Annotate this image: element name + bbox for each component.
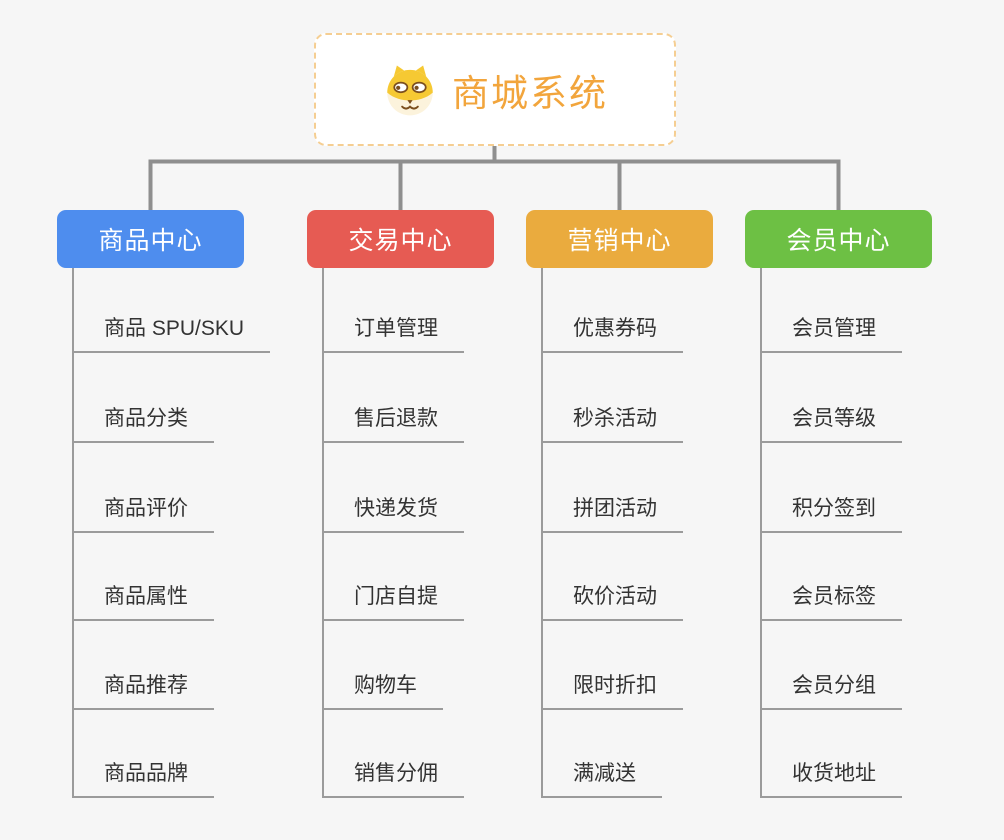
leaf-node[interactable]: 商品品牌 <box>72 752 214 798</box>
leaf-node[interactable]: 秒杀活动 <box>541 397 683 443</box>
branch-node[interactable]: 商品中心 <box>57 210 244 268</box>
root-node[interactable]: 商城系统 <box>314 33 676 146</box>
leaf-connector-line <box>322 268 324 798</box>
leaf-node[interactable]: 商品分类 <box>72 397 214 443</box>
leaf-node[interactable]: 会员分组 <box>760 664 902 710</box>
leaf-node[interactable]: 商品属性 <box>72 575 214 621</box>
branch-column: 营销中心优惠券码秒杀活动拼团活动砍价活动限时折扣满减送 <box>526 210 786 798</box>
branch-column: 商品中心商品 SPU/SKU 商品分类商品评价商品属性商品推荐商品品牌 <box>57 210 317 798</box>
branch-node[interactable]: 交易中心 <box>307 210 494 268</box>
branch-column: 会员中心会员管理会员等级积分签到会员标签会员分组收货地址 <box>745 210 1004 798</box>
leaf-node[interactable]: 商品 SPU/SKU <box>72 307 271 353</box>
branch-node[interactable]: 营销中心 <box>526 210 713 268</box>
leaf-node[interactable]: 商品推荐 <box>72 664 214 710</box>
leaf-node[interactable]: 砍价活动 <box>541 575 683 621</box>
leaf-node[interactable]: 拼团活动 <box>541 487 683 533</box>
leaf-node[interactable]: 商品评价 <box>72 487 214 533</box>
dog-face-icon <box>387 65 433 115</box>
leaf-node[interactable]: 限时折扣 <box>541 664 683 710</box>
leaf-node[interactable]: 收货地址 <box>760 752 902 798</box>
leaf-node[interactable]: 销售分佣 <box>322 752 464 798</box>
leaf-connector-line <box>541 268 543 798</box>
leaf-connector-line <box>760 268 762 798</box>
leaf-node[interactable]: 会员管理 <box>760 307 902 353</box>
leaf-node[interactable]: 订单管理 <box>322 307 464 353</box>
branch-node[interactable]: 会员中心 <box>745 210 932 268</box>
leaf-node[interactable]: 积分签到 <box>760 487 902 533</box>
leaf-node[interactable]: 会员标签 <box>760 575 902 621</box>
leaf-node[interactable]: 购物车 <box>322 664 443 710</box>
leaf-node[interactable]: 优惠券码 <box>541 307 683 353</box>
leaf-node[interactable]: 会员等级 <box>760 397 902 443</box>
leaf-node[interactable]: 满减送 <box>541 752 662 798</box>
leaf-node[interactable]: 快递发货 <box>322 487 464 533</box>
leaf-node[interactable]: 门店自提 <box>322 575 464 621</box>
leaf-node[interactable]: 售后退款 <box>322 397 464 443</box>
branch-column: 交易中心订单管理售后退款快递发货门店自提购物车销售分佣 <box>307 210 567 798</box>
leaf-connector-line <box>72 268 74 798</box>
root-title: 商城系统 <box>452 72 608 114</box>
